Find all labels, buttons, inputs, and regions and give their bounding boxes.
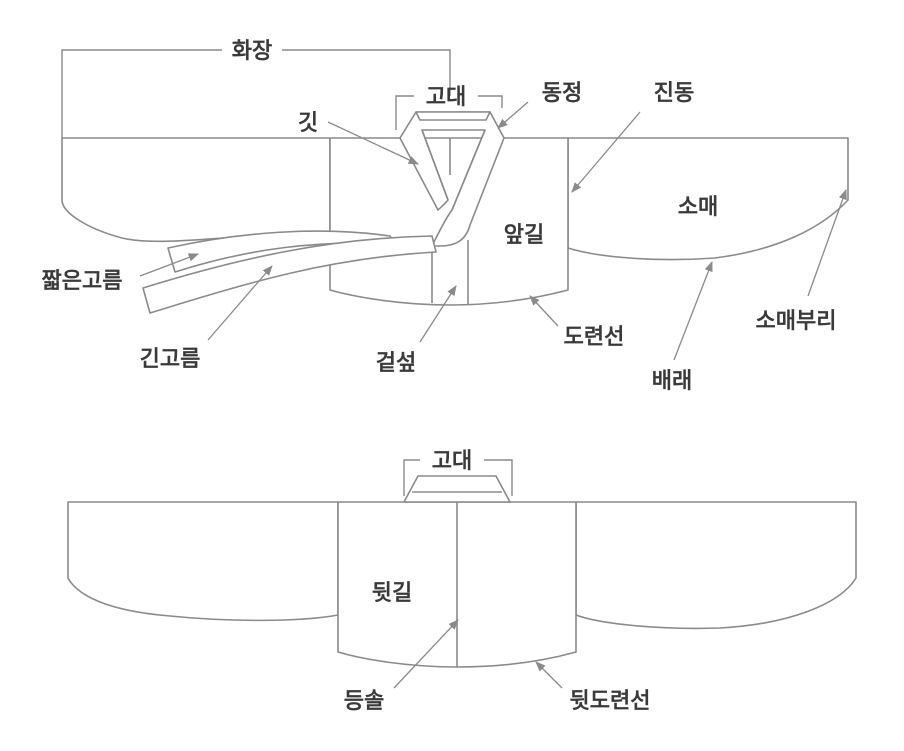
front-label-layer: 화장 고대 깃 동정 진동 소매 앞길 짧은고름 긴고름 겉섶 도련선 소매부리…	[42, 39, 837, 394]
label-back-hemline: 뒷도련선	[570, 689, 651, 714]
label-sleeve-end: 소매부리	[756, 309, 837, 334]
back-view	[67, 475, 857, 668]
collar-strip-dongjeong	[415, 111, 491, 121]
back-seam-pointer	[393, 619, 459, 689]
label-jindong: 진동	[654, 81, 694, 106]
label-long-ribbon: 긴고름	[140, 347, 201, 372]
sleeve-end-pointer	[807, 189, 847, 297]
godae-bracket-front	[395, 95, 503, 130]
label-front-panel: 앞길	[504, 223, 544, 248]
short-ribbon-pointer	[139, 253, 199, 277]
front-view	[61, 111, 849, 314]
git-pointer	[327, 121, 419, 165]
back-hemline-pointer	[535, 661, 563, 689]
label-back-seam: 등솔	[344, 689, 384, 714]
hwajang-bracket	[61, 49, 451, 138]
label-doryeonseon: 도련선	[564, 325, 625, 350]
label-short-ribbon: 짧은고름	[42, 269, 123, 294]
doryeonseon-pointer	[529, 295, 559, 327]
front-pointers	[139, 101, 847, 361]
label-sleeve: 소매	[678, 195, 718, 220]
long-ribbon-pointer	[207, 265, 273, 341]
front-left-sleeve	[61, 137, 331, 243]
front-right-sleeve	[567, 137, 849, 261]
label-overlap-panel: 겉섶	[376, 351, 416, 376]
front-brackets	[61, 49, 503, 138]
label-baerae: 배래	[652, 369, 692, 394]
collar-git	[399, 111, 505, 247]
back-collar	[403, 475, 511, 503]
back-pointers	[393, 619, 563, 689]
baerae-pointer	[673, 261, 713, 361]
long-ribbon	[142, 235, 437, 314]
dongjeong-pointer	[497, 101, 529, 129]
collar-inner-line-2	[451, 129, 486, 211]
label-godae-front: 고대	[426, 85, 466, 110]
back-left-sleeve	[67, 501, 339, 622]
collar-inner-line	[421, 129, 449, 201]
overlap-panel-pointer	[419, 285, 457, 343]
label-back-panel: 뒷길	[372, 581, 412, 606]
jindong-pointer	[571, 111, 641, 193]
godae-bracket-back	[403, 459, 513, 496]
label-dongjeong: 동정	[542, 81, 582, 106]
label-hwajang: 화장	[232, 39, 272, 64]
back-label-layer: 고대 뒷길 등솔 뒷도련선	[344, 449, 651, 714]
label-godae-back: 고대	[432, 449, 472, 474]
label-git: 깃	[298, 111, 318, 136]
back-right-sleeve	[575, 501, 857, 630]
